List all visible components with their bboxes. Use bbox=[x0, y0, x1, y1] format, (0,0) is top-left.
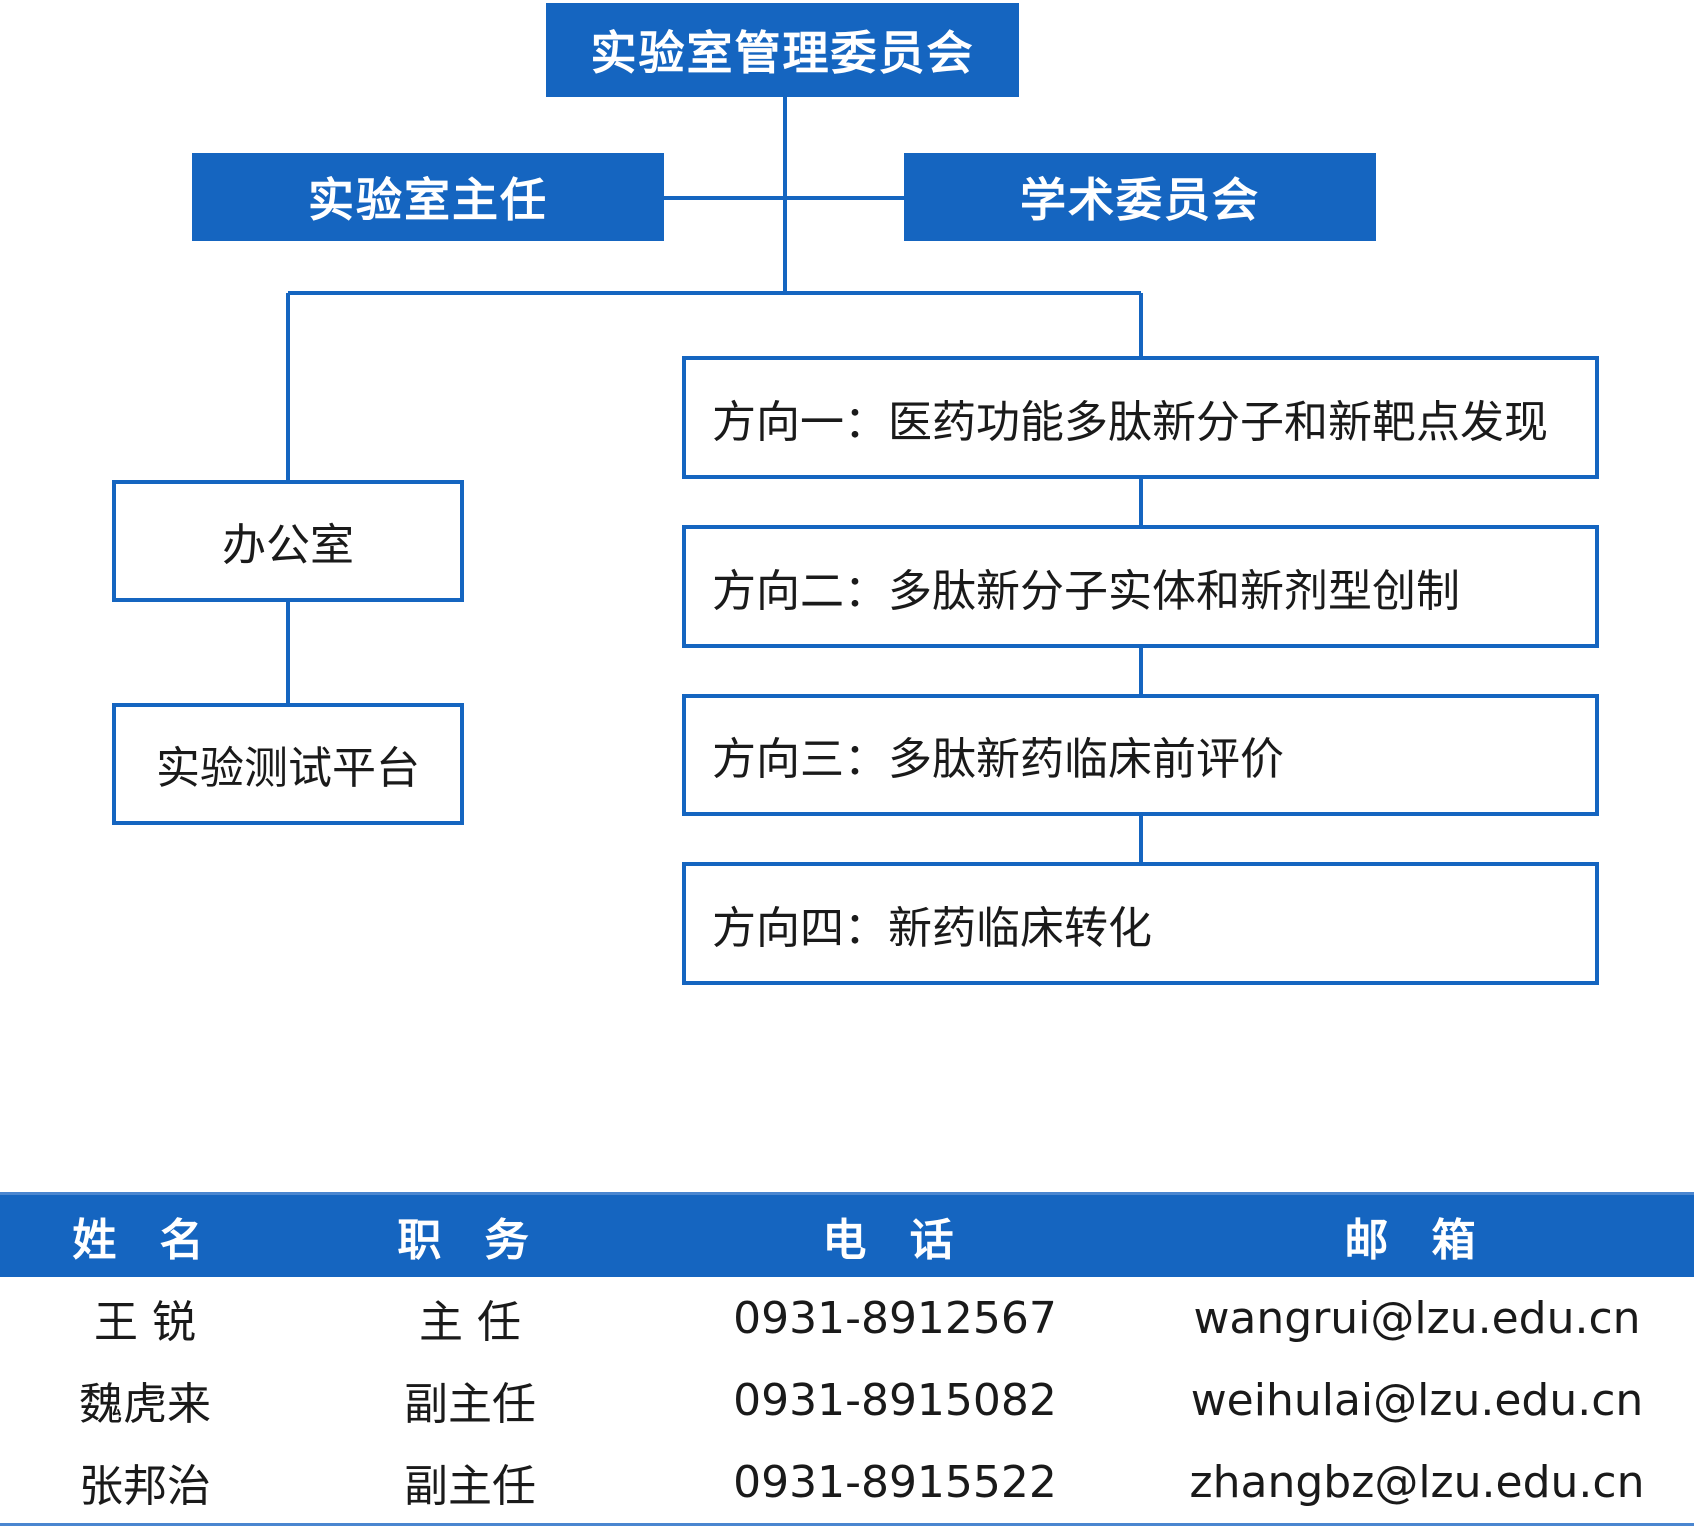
lab-director-box: 实验室主任 bbox=[192, 153, 664, 241]
test-platform-label: 实验测试平台 bbox=[156, 743, 420, 794]
table-header-row: 姓 名 职 务 电 话 邮 箱 bbox=[0, 1192, 1694, 1277]
contact-email: wangrui@lzu.edu.cn bbox=[1193, 1292, 1641, 1344]
direction-3-box: 方向三：多肽新药临床前评价 bbox=[682, 694, 1599, 816]
direction-2-box: 方向二：多肽新分子实体和新剂型创制 bbox=[682, 525, 1599, 648]
contact-email: weihulai@lzu.edu.cn bbox=[1190, 1374, 1644, 1426]
management-committee-label: 实验室管理委员会 bbox=[590, 26, 975, 80]
academic-committee-label: 学术委员会 bbox=[1020, 173, 1260, 227]
header-phone: 电 话 bbox=[650, 1192, 1140, 1277]
contact-table: 姓 名 职 务 电 话 邮 箱 王 锐 主 任 0931-8912567 wan… bbox=[0, 1192, 1694, 1526]
table-row: 王 锐 主 任 0931-8912567 wangrui@lzu.edu.cn bbox=[0, 1277, 1694, 1359]
lab-director-label: 实验室主任 bbox=[308, 173, 548, 227]
contact-phone: 0931-8915522 bbox=[650, 1441, 1140, 1526]
table-row: 魏虎来 副主任 0931-8915082 weihulai@lzu.edu.cn bbox=[0, 1359, 1694, 1441]
contact-role: 副主任 bbox=[404, 1379, 536, 1430]
contact-name: 魏虎来 bbox=[79, 1379, 211, 1430]
contact-email: zhangbz@lzu.edu.cn bbox=[1140, 1441, 1694, 1526]
test-platform-box: 实验测试平台 bbox=[112, 703, 464, 825]
direction-2-label: 方向二：多肽新分子实体和新剂型创制 bbox=[712, 565, 1460, 617]
header-role: 职 务 bbox=[290, 1192, 650, 1277]
academic-committee-box: 学术委员会 bbox=[904, 153, 1376, 241]
direction-1-box: 方向一：医药功能多肽新分子和新靶点发现 bbox=[682, 356, 1599, 479]
contact-phone: 0931-8912567 bbox=[733, 1292, 1057, 1344]
contact-phone: 0931-8915082 bbox=[733, 1374, 1057, 1426]
contact-name: 张邦治 bbox=[0, 1441, 290, 1526]
table-row: 张邦治 副主任 0931-8915522 zhangbz@lzu.edu.cn bbox=[0, 1441, 1694, 1526]
direction-3-label: 方向三：多肽新药临床前评价 bbox=[712, 734, 1284, 785]
office-label: 办公室 bbox=[222, 520, 354, 571]
management-committee-box: 实验室管理委员会 bbox=[546, 3, 1019, 97]
header-email: 邮 箱 bbox=[1140, 1192, 1694, 1277]
direction-4-label: 方向四：新药临床转化 bbox=[712, 902, 1152, 954]
contact-role: 副主任 bbox=[290, 1441, 650, 1526]
direction-1-label: 方向一：医药功能多肽新分子和新靶点发现 bbox=[712, 396, 1548, 448]
contact-name: 王 锐 bbox=[94, 1297, 196, 1348]
office-box: 办公室 bbox=[112, 480, 464, 602]
header-name: 姓 名 bbox=[0, 1192, 290, 1277]
direction-4-box: 方向四：新药临床转化 bbox=[682, 862, 1599, 985]
contact-role: 主 任 bbox=[419, 1297, 521, 1348]
